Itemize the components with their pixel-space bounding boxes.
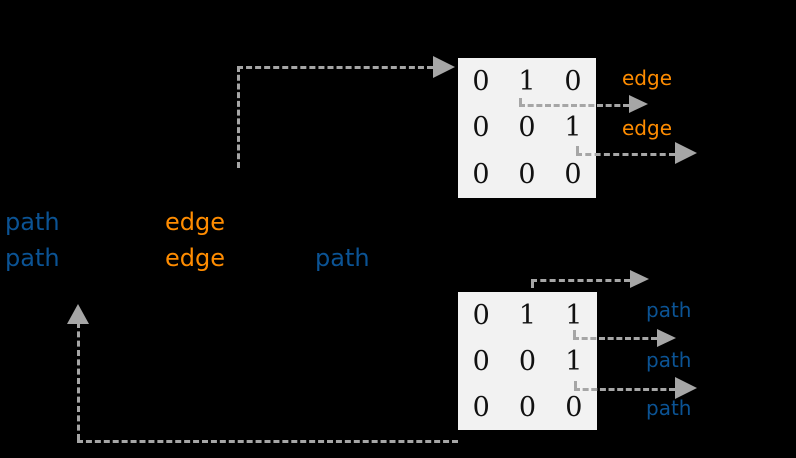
connector-bottom-out3-horizontal [574,388,675,391]
legend-path-row2-right: path [315,244,370,272]
legend-path-row2-left: path [5,244,60,272]
connector-bottom-out1-horizontal [531,279,630,282]
matrix-bottom-cell-r0c2: 1 [565,299,583,331]
connector-feedback-horizontal [77,440,458,443]
connector-top-out1-stub [519,98,522,106]
connector-top-incoming-vertical [237,66,240,168]
legend-edge-row1: edge [165,208,225,236]
matrix-top-cell-r1c1: 0 [518,112,536,144]
annotation-top-edge-1: edge [622,66,672,90]
matrix-top-cell-r2c1: 0 [518,159,536,191]
matrix-bottom-cell-r1c0: 0 [472,345,490,377]
matrix-top-cell-r1c0: 0 [472,112,490,144]
connector-bottom-out2-stub [573,330,576,339]
annotation-bottom-path-2: path [646,348,692,372]
connector-top-out2-stub [576,146,579,155]
annotation-bottom-path-1: path [646,298,692,322]
arrow-head-top-out1 [629,95,648,113]
matrix-top-cell-r0c0: 0 [472,65,490,97]
matrix-top-cell-r0c2: 0 [564,65,582,97]
arrow-head-top-incoming [433,56,455,78]
connector-top-out1-horizontal [519,104,629,107]
matrix-top: 0 1 0 0 0 1 0 0 0 [458,58,596,198]
matrix-bottom-cell-r2c2: 0 [565,391,583,423]
legend-edge-row2: edge [165,244,225,272]
arrow-head-bottom-out1 [630,270,649,288]
connector-top-out2-horizontal [576,153,675,156]
arrow-head-bottom-out2 [657,329,676,347]
connector-bottom-out1-stub [531,279,534,288]
matrix-top-cell-r0c1: 1 [518,65,536,97]
matrix-top-cell-r1c2: 1 [564,112,582,144]
matrix-top-cell-r2c2: 0 [564,159,582,191]
matrix-bottom-cell-r1c2: 1 [565,345,583,377]
matrix-bottom-cell-r0c0: 0 [472,299,490,331]
connector-feedback-vertical [77,322,80,440]
matrix-top-cell-r2c0: 0 [472,159,490,191]
connector-bottom-out3-stub [574,381,577,390]
matrix-bottom-cell-r0c1: 1 [518,299,537,331]
annotation-top-edge-2: edge [622,116,672,140]
matrix-bottom-cell-r2c0: 0 [472,391,490,423]
connector-bottom-out2-horizontal [573,337,657,340]
matrix-bottom-cell-r2c1: 0 [518,391,537,423]
arrow-head-bottom-out3 [675,377,697,399]
annotation-bottom-path-3: path [646,396,692,420]
matrix-bottom: 0 1 1 0 0 1 0 0 0 [458,292,597,430]
legend-path-row1: path [5,208,60,236]
arrow-head-feedback-up [67,304,89,324]
matrix-bottom-cell-r1c1: 0 [518,345,537,377]
connector-top-incoming-horizontal [237,66,433,69]
arrow-head-top-out2 [675,142,697,164]
